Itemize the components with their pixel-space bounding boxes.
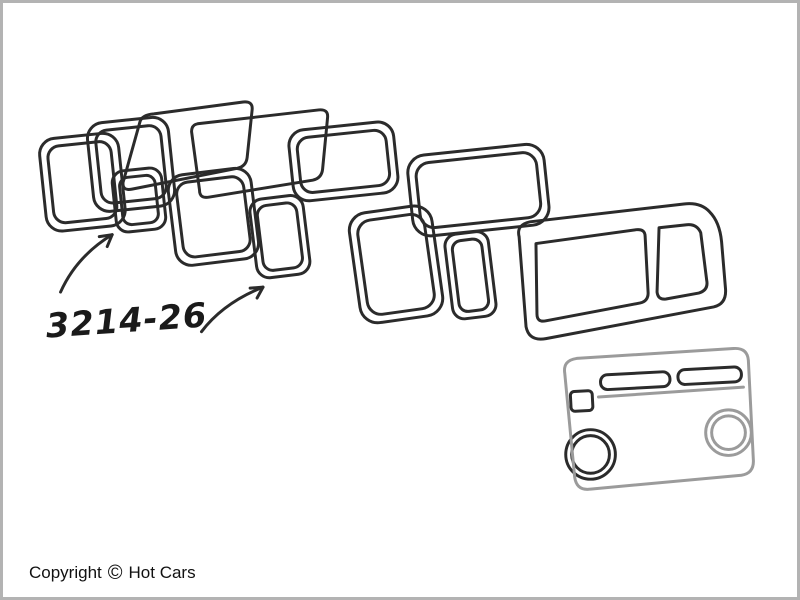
window-seal-outer — [85, 115, 177, 213]
window-seal-inner — [94, 124, 168, 205]
arrow-head — [97, 233, 114, 249]
vent-window-inner — [118, 173, 160, 227]
arrow-head — [248, 285, 265, 300]
side-window-outer — [406, 142, 551, 238]
part-number-label: 3214-26 — [45, 295, 209, 345]
badge-square — [568, 389, 595, 413]
front-panel-outline — [563, 346, 755, 491]
front-panel-details — [564, 365, 743, 481]
window-seal-outer — [166, 166, 261, 267]
flat-seal-two — [190, 108, 330, 199]
side-window-inner — [295, 128, 392, 194]
side-window-outer — [347, 204, 445, 325]
headlight-ring-outer — [704, 408, 753, 457]
copyright-symbol-icon: © — [107, 562, 123, 584]
copyright-line: Copyright © Hot Cars — [29, 563, 196, 583]
window-seal-outer — [38, 131, 127, 233]
seal-outline — [190, 108, 330, 199]
side-window-inner — [414, 151, 543, 230]
headlight-ring-inner — [710, 414, 747, 451]
copyright-name: Hot Cars — [128, 563, 196, 582]
tall-side-window — [347, 204, 445, 325]
vent-window-inner — [255, 201, 304, 272]
arrow-shaft — [59, 233, 114, 294]
windshield-assembly — [517, 202, 728, 341]
windshield-outer — [517, 202, 728, 341]
arrow-shaft — [200, 285, 265, 334]
vent-window-outer — [110, 166, 168, 234]
narrow-side-window — [443, 230, 498, 321]
side-window-outer — [287, 120, 400, 203]
middle-door-window-group — [166, 166, 312, 280]
left-door-window-group — [38, 115, 177, 234]
callout-arrow-2 — [200, 285, 265, 334]
headlight-ring-inner — [570, 434, 611, 475]
window-seals-group — [38, 100, 743, 481]
side-window-inner — [450, 237, 491, 313]
callout-arrow-1 — [59, 233, 114, 294]
headlight-ring-outer — [564, 428, 617, 481]
window-seal-inner — [175, 175, 252, 259]
side-window-row — [287, 120, 551, 238]
vent-slot — [599, 370, 672, 392]
diagram-canvas: 3214-26 — [38, 100, 755, 491]
side-window-outer — [443, 230, 498, 321]
side-window-inner — [356, 212, 436, 316]
panel-crease-line — [597, 385, 745, 399]
front-panel-group — [563, 346, 755, 491]
vent-slot — [676, 365, 743, 386]
windshield-left-pane — [534, 228, 650, 323]
copyright-prefix: Copyright — [29, 563, 102, 582]
vent-window-outer — [248, 194, 312, 280]
windshield-right-pane — [655, 223, 709, 301]
